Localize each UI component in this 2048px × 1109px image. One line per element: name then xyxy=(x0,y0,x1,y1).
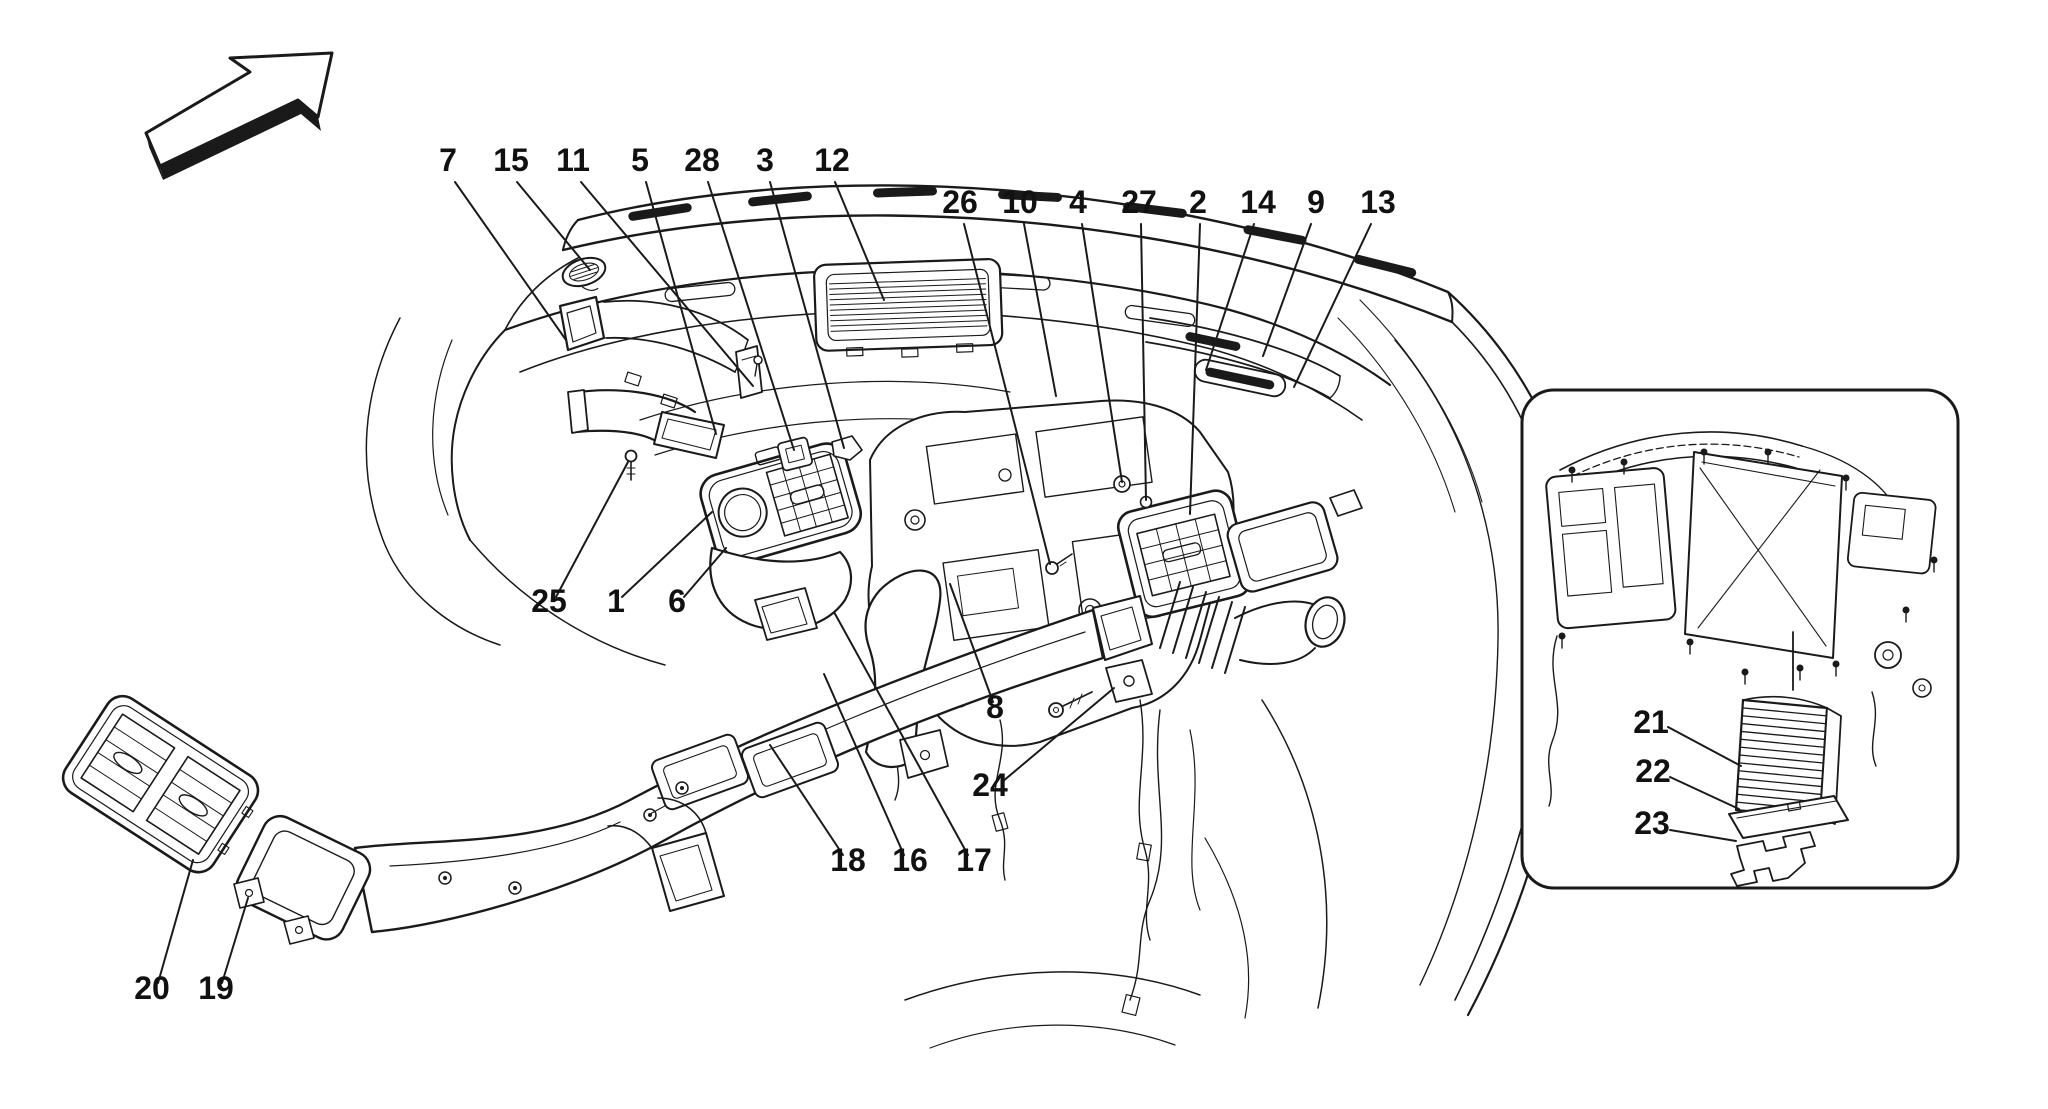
callout-label-20: 20 xyxy=(134,970,170,1006)
callout-label-16: 16 xyxy=(892,842,928,878)
callout-label-22: 22 xyxy=(1635,753,1671,789)
screw-25 xyxy=(624,449,638,481)
callout-leader-22 xyxy=(1669,776,1740,810)
callout-leaders xyxy=(157,181,1742,984)
defroster-grille xyxy=(813,257,1004,358)
vent-duct-body xyxy=(709,546,853,641)
callout-label-13: 13 xyxy=(1360,184,1396,220)
callout-leader-20 xyxy=(157,859,194,984)
callout-leader-9 xyxy=(1262,223,1312,357)
callout-label-8: 8 xyxy=(986,689,1004,725)
callout-leader-6 xyxy=(683,547,727,598)
hook-bracket-3 xyxy=(831,435,863,461)
windshield-trim xyxy=(561,184,1454,324)
callout-label-11: 11 xyxy=(556,142,590,178)
callout-leader-1 xyxy=(621,511,713,598)
callout-leader-13 xyxy=(1293,223,1372,388)
screw-26 xyxy=(1045,553,1073,575)
screw-24 xyxy=(1048,691,1093,718)
right-duct-housing xyxy=(1048,489,1363,1017)
callout-leader-10 xyxy=(1023,223,1057,397)
filter-lid xyxy=(1728,795,1849,839)
callout-leader-8 xyxy=(949,583,994,703)
callout-leader-5 xyxy=(645,181,717,435)
inset-bolts xyxy=(1558,448,1938,685)
callout-leader-2 xyxy=(1189,223,1201,515)
callout-leader-12 xyxy=(834,181,885,301)
bracket-28 xyxy=(777,436,813,472)
filter-clip xyxy=(1730,831,1816,887)
accordion-ribs xyxy=(1159,581,1246,674)
round-vent-disc xyxy=(561,256,607,292)
flat-duct xyxy=(567,371,725,481)
callout-label-2: 2 xyxy=(1189,184,1207,220)
callout-leader-28 xyxy=(707,181,795,451)
callout-label-4: 4 xyxy=(1069,184,1087,220)
callout-leader-7 xyxy=(454,181,567,341)
callout-leader-24 xyxy=(1001,687,1115,783)
callout-label-27: 27 xyxy=(1121,184,1157,220)
callout-label-15: 15 xyxy=(493,142,529,178)
callout-label-10: 10 xyxy=(1002,184,1038,220)
callout-label-25: 25 xyxy=(531,583,567,619)
callout-leader-25 xyxy=(555,461,629,598)
center-vent-assembly xyxy=(699,435,863,641)
callout-label-6: 6 xyxy=(668,583,686,619)
defroster-slot-14 xyxy=(1193,358,1287,398)
side-demister-duct xyxy=(558,295,749,373)
callout-label-17: 17 xyxy=(956,842,992,878)
callout-leader-26 xyxy=(963,223,1051,565)
callout-label-23: 23 xyxy=(1634,805,1670,841)
floor-duct xyxy=(233,595,1153,945)
orientation-arrow-icon xyxy=(144,51,334,180)
callout-label-14: 14 xyxy=(1240,184,1276,220)
duct-end-flange xyxy=(233,814,372,945)
left-vent xyxy=(61,694,260,874)
callout-leader-27 xyxy=(1140,223,1147,501)
callout-label-26: 26 xyxy=(942,184,978,220)
mounting-bracket xyxy=(735,345,763,399)
callout-leader-14 xyxy=(1205,223,1255,371)
callout-leader-4 xyxy=(1081,223,1123,483)
callout-leader-16 xyxy=(823,673,905,856)
callout-leader-23 xyxy=(1669,829,1737,842)
callout-label-28: 28 xyxy=(684,142,720,178)
callout-label-21: 21 xyxy=(1633,704,1669,740)
foot-bracket xyxy=(1105,659,1153,703)
callout-label-1: 1 xyxy=(607,583,625,619)
callout-label-19: 19 xyxy=(198,970,234,1006)
callout-label-24: 24 xyxy=(972,767,1008,803)
callout-label-7: 7 xyxy=(439,142,457,178)
callout-label-12: 12 xyxy=(814,142,850,178)
callout-leader-3 xyxy=(769,181,845,449)
elbow-outlet xyxy=(607,797,725,912)
callout-leader-21 xyxy=(1667,726,1742,767)
callout-leader-15 xyxy=(516,181,591,271)
callout-leader-18 xyxy=(769,744,844,856)
bezel-18 xyxy=(741,721,839,799)
cabin-air-filter xyxy=(1734,695,1842,825)
callout-leader-11 xyxy=(580,181,754,387)
callout-leader-19 xyxy=(221,897,249,984)
inset-hvac-unit xyxy=(1545,431,1938,807)
right-trim-strip xyxy=(1145,317,1341,399)
callout-label-18: 18 xyxy=(830,842,866,878)
callout-label-5: 5 xyxy=(631,142,649,178)
trim-slots xyxy=(628,186,1417,278)
callout-label-3: 3 xyxy=(756,142,774,178)
callout-label-9: 9 xyxy=(1307,184,1325,220)
inset-panel xyxy=(1520,388,1960,890)
callout-leader-17 xyxy=(833,611,969,856)
